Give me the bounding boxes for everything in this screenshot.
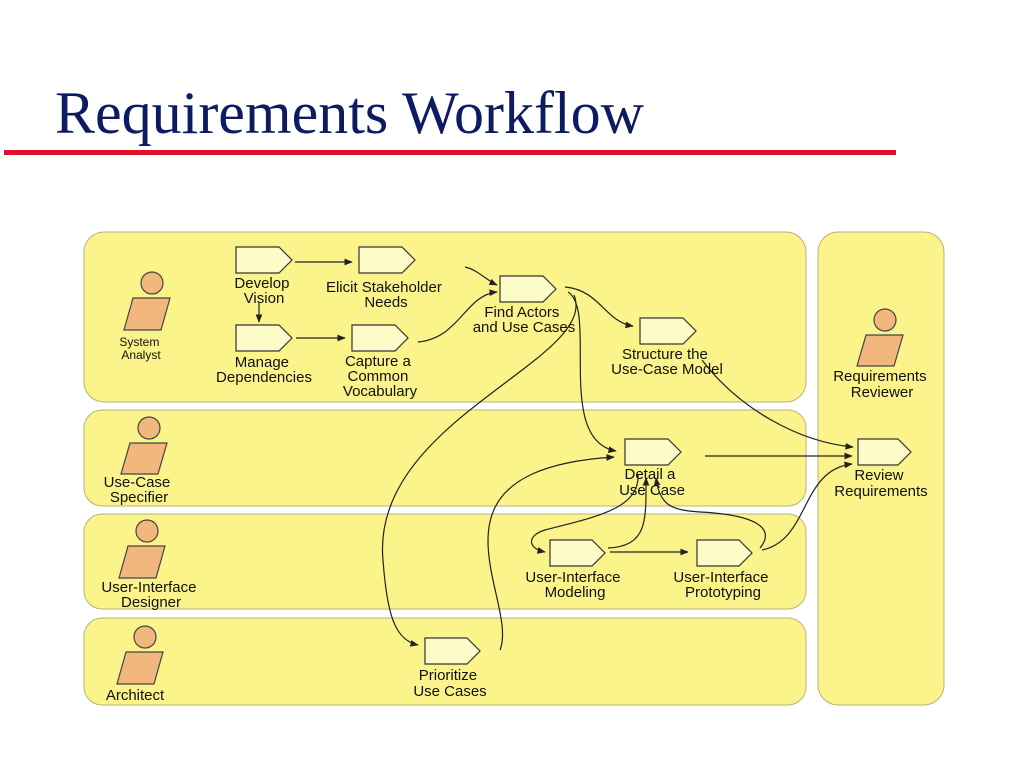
arrow-prototyping-to-detail: [653, 477, 766, 549]
activity-structure-use-case-model: Structure the Use-Case Model: [611, 317, 723, 378]
svg-text:Find Actors and Use Ca: Find Actors and Use Cases: [473, 304, 576, 336]
actor-requirements-reviewer-icon: [856, 308, 904, 367]
swimlane-use-case-specifier: [83, 409, 807, 507]
svg-text:User-Interface Prototy: User-Interface Prototyping: [673, 569, 772, 601]
swimlanes: [83, 231, 945, 706]
arrow-detail-to-ui-modeling: [530, 474, 639, 554]
swimlane-system-analyst: [83, 231, 807, 403]
activity-capture-common-vocabulary: Capture a Common Vocabulary: [343, 324, 418, 400]
actor-architect-icon: [116, 625, 164, 685]
svg-text:Capture a Common: Capture a Common Vocabulary: [343, 353, 418, 400]
role-label-requirements-reviewer: Requirements Reviewer: [833, 368, 931, 401]
activity-prioritize-use-cases: Prioritize Use Cases: [413, 637, 487, 700]
role-label-use-case-specifier: Use-Case Specifier: [104, 474, 175, 506]
actors: [116, 271, 904, 685]
swimlane-user-interface-designer: [83, 513, 807, 610]
swimlane-requirements-reviewer: [817, 231, 945, 706]
activity-manage-dependencies: Manage Dependencies: [216, 324, 312, 386]
activity-review-requirements: Review Requirements: [834, 438, 928, 500]
svg-text:Develop Vision: Develop Vision: [234, 275, 293, 307]
activity-user-interface-prototyping: User-Interface Prototyping: [673, 539, 772, 601]
svg-text:Detail a Use Case: Detail a Use Case: [619, 466, 685, 499]
title-underline: [4, 150, 896, 155]
workflow-arrows: [255, 258, 854, 651]
role-label-user-interface-designer: User-Interface Designer: [101, 579, 200, 611]
activity-develop-vision: Develop Vision: [234, 246, 293, 307]
svg-text:Structure the Use-Case: Structure the Use-Case Model: [611, 346, 723, 378]
arrow-vocabulary-to-find: [417, 289, 498, 343]
arrow-structure-to-review: [701, 359, 854, 450]
arrow-ui-modeling-to-detail: [607, 477, 650, 549]
arrow-elicit-to-find: [464, 266, 498, 286]
activities: Develop Vision Elicit Stakeholder Needs …: [216, 246, 928, 700]
actor-system-analyst-icon: [123, 271, 171, 331]
activity-detail-a-use-case: Detail a Use Case: [619, 438, 685, 499]
arrow-find-to-prioritize: [382, 294, 577, 647]
page-title: Requirements Workflow: [55, 80, 644, 146]
svg-text:Manage Dependencies: Manage Dependencies: [216, 354, 312, 386]
svg-text:Review Requirements: Review Requirements: [834, 467, 927, 500]
actor-use-case-specifier-icon: [120, 416, 168, 475]
arrow-prototyping-to-review: [761, 461, 853, 551]
arrow-prioritize-to-detail: [487, 454, 615, 651]
svg-text:Prioritize Use Cases: Prioritize Use Cases: [413, 667, 486, 700]
svg-text:User-Interface Modelin: User-Interface Modeling: [525, 569, 624, 601]
role-label-system-analyst: System Analyst: [119, 335, 162, 362]
role-labels: System Analyst Use-Case Specifier User-I…: [101, 335, 931, 704]
actor-user-interface-designer-icon: [118, 519, 166, 579]
activity-elicit-stakeholder-needs: Elicit Stakeholder Needs: [326, 246, 446, 311]
activity-find-actors-and-use-cases: Find Actors and Use Cases: [473, 275, 576, 336]
arrow-find-to-structure: [564, 286, 634, 329]
activity-user-interface-modeling: User-Interface Modeling: [525, 539, 624, 601]
svg-text:Elicit Stakeholder Nee: Elicit Stakeholder Needs: [326, 279, 446, 311]
role-label-architect: Architect: [106, 687, 165, 704]
